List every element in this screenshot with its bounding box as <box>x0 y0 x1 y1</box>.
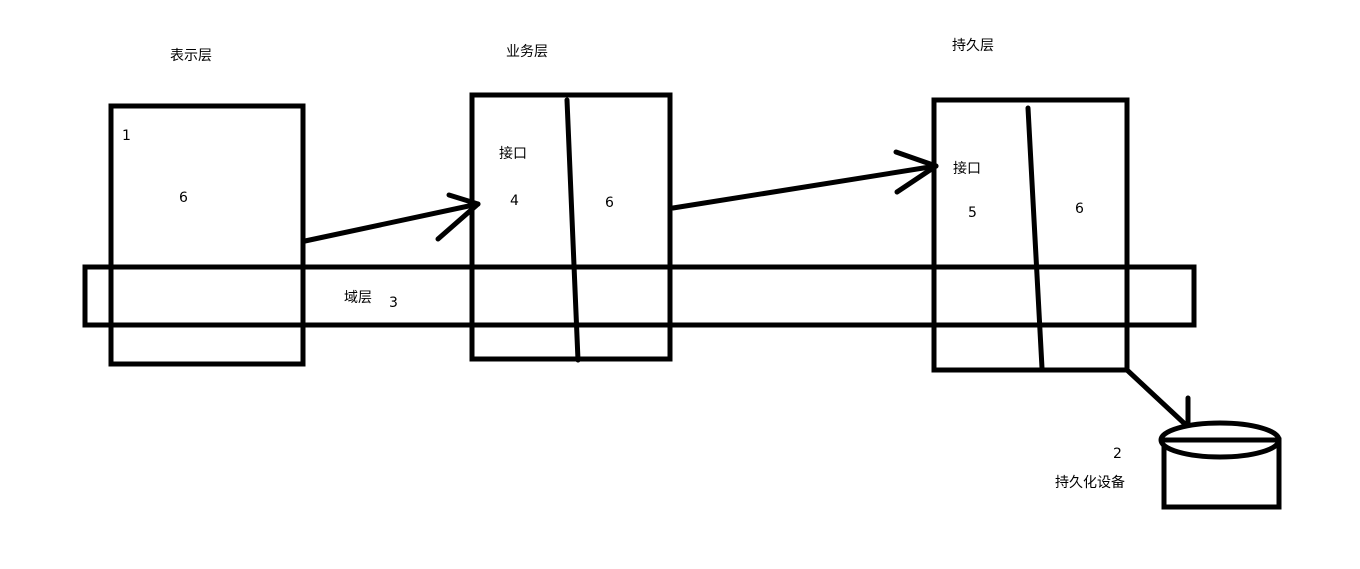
arrow-business-to-persistence <box>670 149 939 211</box>
domain-layer-band <box>82 264 1197 328</box>
persistence-number-right: 6 <box>1075 201 1084 217</box>
business-divider-line <box>564 97 581 363</box>
business-number-right: 6 <box>605 195 614 211</box>
persistence-divider-line <box>1025 105 1045 371</box>
domain-layer-number: 3 <box>389 295 398 311</box>
arrow-presentation-to-business <box>302 192 481 244</box>
arrow-persistence-to-storage <box>1124 367 1191 428</box>
persistence-layer-title: 持久层 <box>952 38 994 54</box>
presentation-number-top: 1 <box>122 128 131 144</box>
persistence-layer-box <box>931 97 1130 373</box>
storage-device-cylinder-icon <box>1158 420 1282 510</box>
business-interface-label: 接口 <box>499 145 527 162</box>
business-layer-box <box>469 92 673 362</box>
domain-layer-title: 域层 <box>344 290 372 306</box>
business-layer-title: 业务层 <box>506 44 548 60</box>
persistence-number-left: 5 <box>968 205 977 221</box>
business-number-left: 4 <box>510 193 519 209</box>
presentation-number-center: 6 <box>179 190 188 206</box>
storage-label: 持久化设备 <box>1055 474 1125 491</box>
persistence-interface-label: 接口 <box>953 160 981 177</box>
storage-number: 2 <box>1113 446 1122 462</box>
presentation-layer-box <box>108 103 306 367</box>
presentation-layer-title: 表示层 <box>170 48 212 64</box>
